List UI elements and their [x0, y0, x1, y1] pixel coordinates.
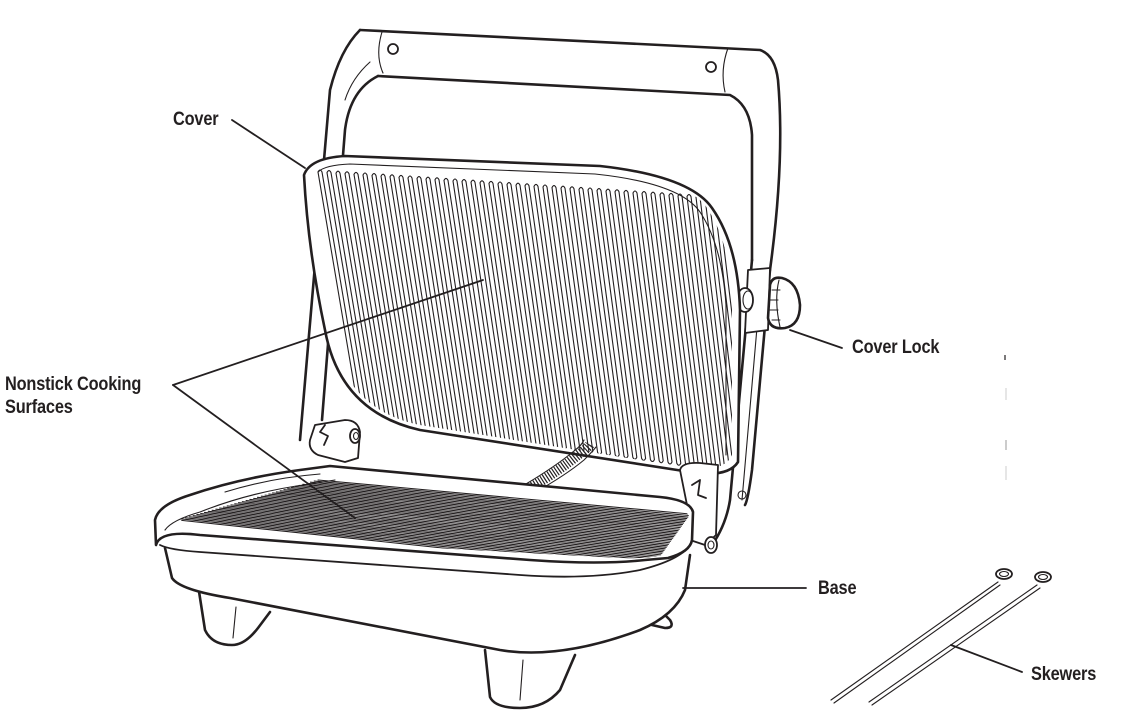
label-cover-lock: Cover Lock [852, 337, 940, 358]
bottom-plate-ridges [178, 479, 690, 559]
left-hinge [308, 419, 361, 463]
label-nonstick-cooking-line2: Surfaces [5, 397, 73, 418]
leader-cover-lock [789, 329, 843, 349]
scan-artifacts [1004, 355, 1007, 480]
top-cooking-plate [302, 154, 742, 475]
leader-skewers [950, 644, 1023, 673]
cover-lock-knob [736, 276, 802, 330]
leader-nonstick-top [172, 279, 484, 386]
top-plate-ridges [317, 169, 732, 469]
base-unit [153, 464, 695, 710]
label-cover: Cover [173, 109, 219, 130]
leader-lines [172, 119, 1023, 673]
label-base: Base [818, 578, 857, 599]
leader-nonstick-bottom [172, 384, 356, 519]
label-nonstick-cooking-line1: Nonstick Cooking [5, 374, 142, 395]
label-skewers: Skewers [1031, 664, 1097, 685]
coiled-cord [525, 439, 597, 494]
skewers-illustration [830, 568, 1052, 706]
leader-cover [231, 119, 306, 169]
cover-handle-frame [298, 28, 782, 442]
